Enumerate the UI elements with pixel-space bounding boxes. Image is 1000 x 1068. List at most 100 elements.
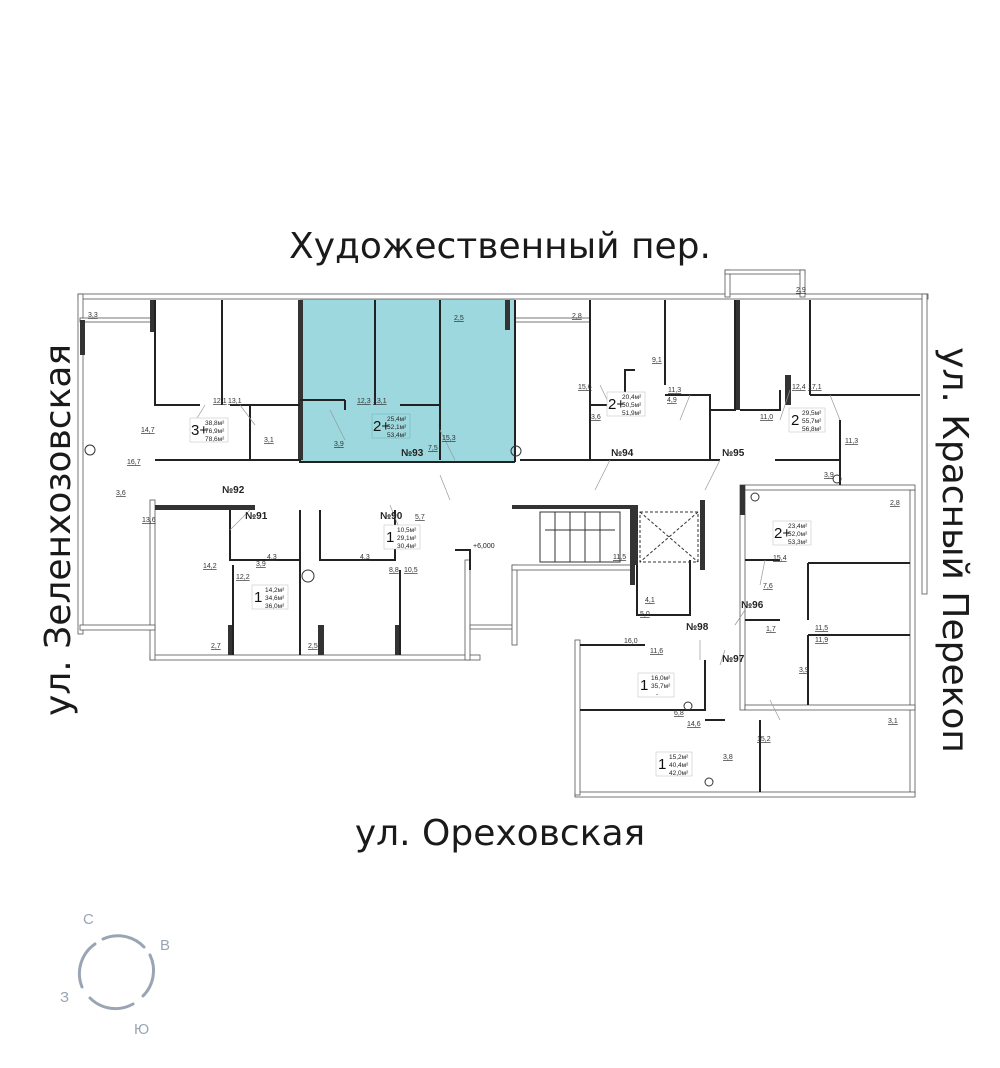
apartment-card-98[interactable]: 1 16,0м² 35,7м² - [637, 672, 675, 698]
apartment-number-94[interactable]: №94 [611, 448, 634, 459]
apartment-type: 1 [640, 677, 648, 694]
street-label-right: ул. Красный Перекоп [934, 347, 975, 753]
apartment-number-96[interactable]: №96 [741, 600, 764, 611]
room-dim: 15,3 [442, 435, 456, 442]
walls [77, 269, 929, 798]
total-area: 29,1м² [397, 535, 417, 542]
room-dim: 14,7 [141, 427, 155, 434]
room-dim: 11,3 [668, 387, 681, 394]
total-area: 50,5м² [622, 402, 642, 409]
room-dim: 16,0 [624, 638, 638, 645]
elevation-mark: +6,000 [473, 543, 495, 550]
area-with-balcony: 56,8м² [802, 426, 822, 433]
apartment-cards: 3+ 38,8м² 76,9м² 78,6м² 2+ 25,4м² 52,1м²… [189, 391, 826, 777]
apartment-card-94[interactable]: 2+ 20,4м² 50,5м² 51,9м² [606, 391, 646, 417]
room-dim: 13,1 [373, 398, 387, 405]
room-dim: 12,1 [213, 398, 227, 405]
area-with-balcony: 78,6м² [205, 436, 225, 443]
room-dim: 12,3 [357, 398, 371, 405]
apartment-numbers: №92 №93 №94 №95 №96 №98 №97 №91 №90 [222, 448, 764, 665]
apartment-card-90[interactable]: 1 10,5м² 29,1м² 30,4м² [383, 524, 421, 550]
room-dim: 15,2 [757, 736, 771, 743]
area-with-balcony: 42,0м² [669, 770, 689, 777]
room-dim: 3,1 [888, 718, 898, 725]
apartment-type: 2+ [774, 525, 791, 542]
apartment-number-91[interactable]: №91 [245, 511, 268, 522]
room-dim: 3,6 [116, 490, 126, 497]
apartment-card-96[interactable]: 2+ 23,4м² 52,0м² 53,3м² [772, 520, 812, 546]
room-dim: 3,8 [723, 754, 733, 761]
apartment-type: 2+ [373, 418, 390, 435]
apartment-type: 1 [386, 529, 394, 546]
compass-south: Ю [134, 1021, 149, 1038]
area-with-balcony: 30,4м² [397, 543, 417, 550]
room-dim: 3,9 [824, 472, 834, 479]
room-dim: 11,5 [613, 554, 626, 561]
apartment-type: 2 [791, 412, 799, 429]
apartment-card-92[interactable]: 3+ 38,8м² 76,9м² 78,6м² [189, 417, 229, 443]
room-dim: 12,4 [792, 384, 806, 391]
apartment-number-98[interactable]: №98 [686, 622, 709, 633]
room-dim: 7,5 [428, 445, 438, 452]
total-area: 76,9м² [205, 428, 225, 435]
area-with-balcony: 36,0м² [265, 603, 285, 610]
room-dim: 3,9 [799, 667, 809, 674]
room-dim: 3,1 [264, 437, 274, 444]
street-label-left: ул. Зеленхозовская [38, 344, 79, 716]
staircase [539, 511, 699, 563]
compass-ring-icon [77, 934, 156, 1011]
room-dim: 11,0 [760, 414, 773, 421]
room-dim: 6,8 [674, 710, 684, 717]
total-area: 52,1м² [387, 424, 407, 431]
room-dim: 14,6 [687, 721, 701, 728]
room-dim: 11,6 [650, 648, 663, 655]
living-area: 15,2м² [669, 754, 689, 761]
street-label-bottom: ул. Ореховская [355, 813, 645, 854]
apartment-type: 1 [658, 756, 666, 773]
apartment-type: 3+ [191, 422, 208, 439]
room-dim: 2,5 [308, 643, 318, 650]
room-dim: 3,6 [591, 414, 601, 421]
apartment-type: 1 [254, 589, 262, 606]
room-dim: 14,2 [203, 563, 217, 570]
apartment-card-93[interactable]: 2+ 25,4м² 52,1м² 53,4м² [371, 413, 411, 439]
living-area: 29,5м² [802, 410, 822, 417]
room-dim: 8,8 [389, 567, 399, 574]
apartment-type: 2+ [608, 396, 625, 413]
room-dim: 4,3 [267, 554, 277, 561]
apartment-number-95[interactable]: №95 [722, 448, 745, 459]
interior-walls [154, 300, 920, 792]
living-area: 10,5м² [397, 527, 417, 534]
room-dim: 9,1 [652, 357, 662, 364]
apartment-number-97[interactable]: №97 [722, 654, 745, 665]
apartment-card-95[interactable]: 2 29,5м² 55,7м² 56,8м² [788, 407, 826, 433]
compass-west: З [60, 989, 69, 1006]
area-with-balcony: 51,9м² [622, 410, 642, 417]
total-area: 52,0м² [788, 531, 808, 538]
room-dim: 5,7 [415, 514, 425, 521]
room-dim: 11,9 [815, 637, 828, 644]
total-area: 34,6м² [265, 595, 285, 602]
street-label-top: Художественный пер. [289, 226, 711, 267]
room-dim: 16,7 [127, 459, 141, 466]
apartment-number-90[interactable]: №90 [380, 511, 403, 522]
room-dim: 2,7 [211, 643, 221, 650]
compass-north: С [83, 911, 94, 928]
area-with-balcony: 53,3м² [788, 539, 808, 546]
compass: С В З Ю [60, 911, 170, 1038]
room-dim: 4,9 [667, 397, 677, 404]
selected-apartment-highlight[interactable] [300, 297, 515, 462]
room-dim: 11,5 [815, 625, 828, 632]
apartment-number-92[interactable]: №92 [222, 485, 245, 496]
apartment-card-97[interactable]: 1 15,2м² 40,4м² 42,0м² [655, 751, 693, 777]
area-with-balcony: - [656, 691, 658, 698]
room-dim: 2,8 [890, 500, 900, 507]
room-dim: 3,9 [334, 441, 344, 448]
room-dimensions: 3,3 12,1 13,1 14,7 3,1 16,7 3,6 13,6 12,… [88, 287, 900, 761]
room-dim: 13,6 [142, 517, 156, 524]
living-area: 25,4м² [387, 416, 407, 423]
apartment-number-93[interactable]: №93 [401, 448, 424, 459]
apartment-card-91[interactable]: 1 14,2м² 34,6м² 36,0м² [251, 584, 289, 610]
